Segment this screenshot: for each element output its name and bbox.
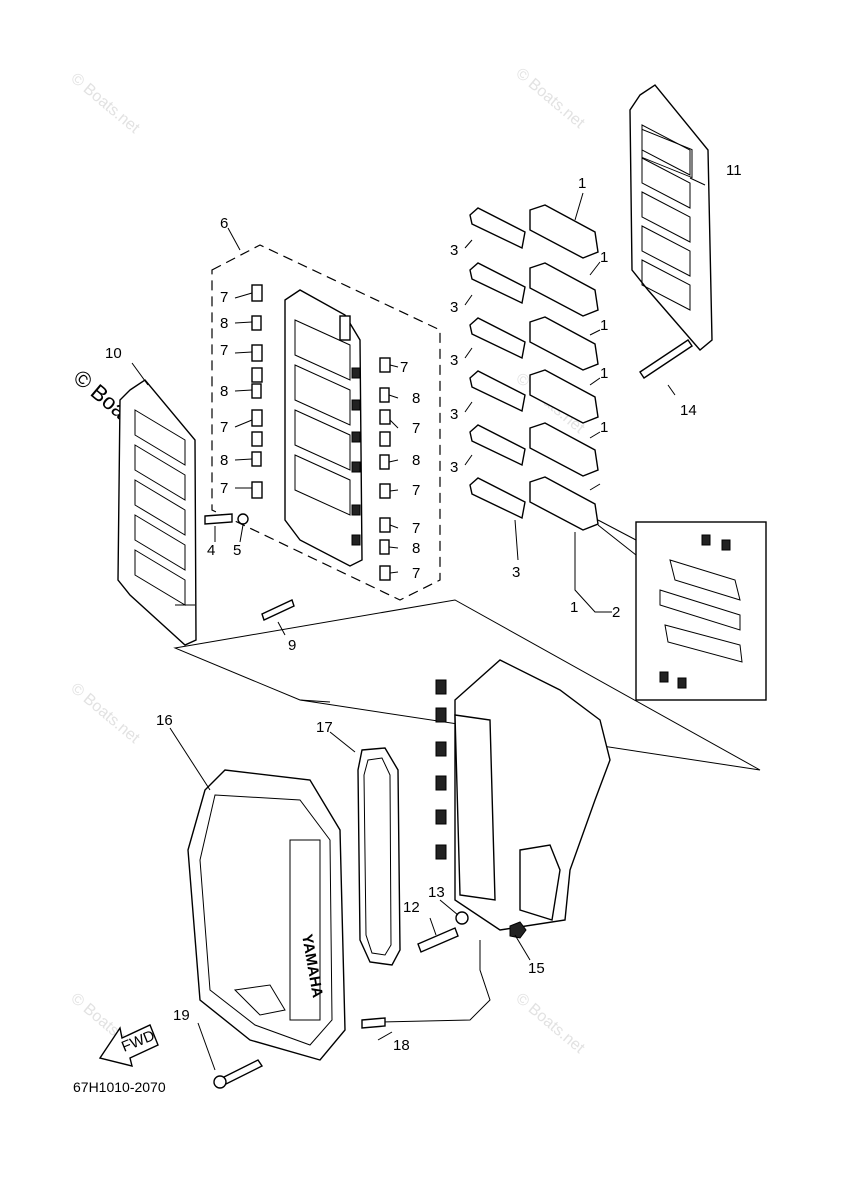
callout-3a: 3 [450, 242, 458, 259]
callout-7g: 7 [412, 482, 420, 499]
callout-8f: 8 [412, 540, 420, 557]
watermark-1: © Boats.net [67, 70, 143, 137]
callout-17: 17 [316, 719, 333, 736]
callout-3b: 3 [450, 299, 458, 316]
gasket-10 [117, 379, 197, 646]
callout-1f: 1 [570, 599, 578, 616]
callout-8a: 8 [220, 315, 228, 332]
bolt-12 [417, 927, 459, 953]
callout-7b: 7 [220, 342, 228, 359]
reed-gaskets-3 [469, 207, 526, 520]
callout-3e: 3 [450, 459, 458, 476]
callout-1a: 1 [578, 175, 586, 192]
callout-10: 10 [105, 345, 122, 362]
fittings-right [351, 357, 391, 581]
callout-1c: 1 [600, 317, 608, 334]
washer-13 [455, 911, 469, 925]
callout-16: 16 [156, 712, 173, 729]
hose-fitting-18 [361, 1017, 386, 1029]
callout-1e: 1 [600, 419, 608, 436]
bolt-19 [220, 1059, 264, 1085]
callout-19: 19 [173, 1007, 190, 1024]
callout-8d: 8 [412, 390, 420, 407]
stud-bolt-14 [639, 339, 693, 379]
reed-valves-1 [529, 204, 599, 531]
watermark-2: © Boats.net [512, 65, 588, 132]
callout-15: 15 [528, 960, 545, 977]
bolt-4 [204, 513, 233, 525]
callout-7c: 7 [220, 419, 228, 436]
callout-3c: 3 [450, 352, 458, 369]
mounting-plane-upper [173, 599, 761, 771]
callout-labels: 1 1 1 1 1 1 2 3 3 3 3 3 3 4 5 6 7 7 7 7 … [105, 162, 742, 1054]
callout-6: 6 [220, 215, 228, 232]
callout-11: 11 [726, 162, 742, 179]
gasket-11 [629, 84, 713, 351]
hose-18 [379, 940, 491, 1023]
watermark-4: © Boats.net [67, 680, 143, 747]
callout-12: 12 [403, 899, 420, 916]
callout-3d: 3 [450, 406, 458, 423]
callout-7i: 7 [412, 565, 420, 582]
gasket-17 [357, 747, 401, 966]
callout-5: 5 [233, 542, 241, 559]
callout-8e: 8 [412, 452, 420, 469]
crankcase-housing [435, 659, 611, 931]
drawing-code: 67H1010-2070 [73, 1079, 166, 1095]
callout-18: 18 [393, 1037, 410, 1054]
callout-7d: 7 [220, 480, 228, 497]
intake-plate [284, 289, 363, 567]
callout-1b: 1 [600, 249, 608, 266]
callout-2: 2 [612, 604, 620, 621]
leader-lines [131, 177, 706, 1071]
assembly-6-boundary [211, 244, 441, 601]
callout-14: 14 [680, 402, 697, 419]
callout-7f: 7 [412, 420, 420, 437]
callout-7a: 7 [220, 289, 228, 306]
callout-13: 13 [428, 884, 445, 901]
callout-7h: 7 [412, 520, 420, 537]
callout-8b: 8 [220, 383, 228, 400]
washer-5 [237, 513, 249, 525]
fittings-left [251, 284, 263, 499]
reed-valve-detail-inset [597, 519, 767, 701]
callout-1d: 1 [600, 365, 608, 382]
callout-9: 9 [288, 637, 296, 654]
watermark-7: © Boats.net [512, 990, 588, 1057]
callout-3f: 3 [512, 564, 520, 581]
callout-4: 4 [207, 542, 215, 559]
mounting-plane-lower [175, 604, 331, 703]
callout-8c: 8 [220, 452, 228, 469]
callout-7e: 7 [400, 359, 408, 376]
silencer-cover-16 [187, 769, 346, 1061]
bolt-9 [261, 599, 295, 621]
nut-15 [509, 921, 527, 939]
